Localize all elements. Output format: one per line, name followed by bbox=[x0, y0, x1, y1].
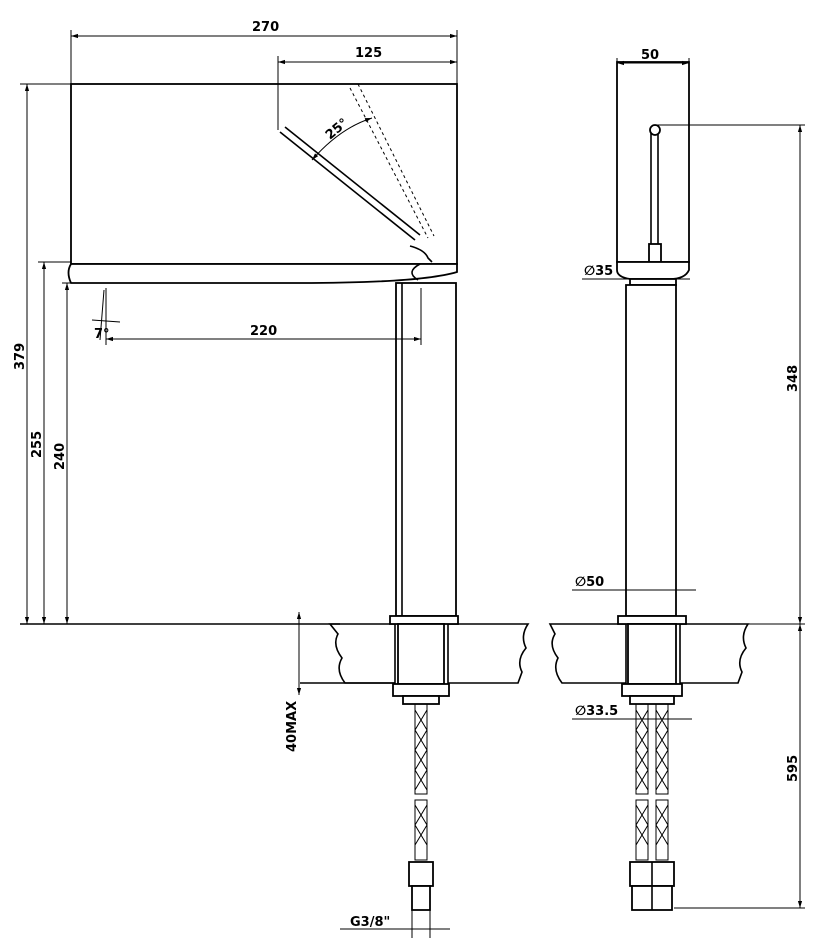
front-view bbox=[20, 83, 530, 911]
front-nut bbox=[392, 683, 450, 697]
side-hoses bbox=[629, 703, 675, 911]
dim-side-height: 348 bbox=[786, 365, 801, 392]
dim-mount-max: 40MAX bbox=[285, 701, 300, 752]
front-countertop-right bbox=[447, 623, 530, 684]
front-hose bbox=[408, 703, 434, 911]
side-dimensions: 50 ∅35 348 ∅50 ∅33.5 595 bbox=[572, 48, 805, 909]
dim-spout-reach: 220 bbox=[250, 324, 277, 339]
dim-hose-length: 595 bbox=[786, 755, 801, 782]
front-shank bbox=[397, 623, 445, 685]
side-base bbox=[617, 615, 687, 625]
dim-spout-height: 240 bbox=[53, 443, 68, 470]
front-spout bbox=[67, 263, 458, 284]
side-countertop-left bbox=[548, 623, 627, 684]
front-lever-open bbox=[349, 83, 435, 239]
dim-spout-tilt: 7° bbox=[94, 327, 110, 342]
front-base bbox=[389, 615, 459, 625]
dim-body-height: 255 bbox=[30, 431, 45, 458]
side-column bbox=[625, 284, 677, 617]
dim-lever-dia: ∅35 bbox=[584, 264, 613, 279]
side-countertop-right bbox=[679, 623, 750, 684]
dim-total-height: 379 bbox=[13, 343, 28, 370]
front-body-upper bbox=[70, 83, 458, 265]
dim-shank-dia: ∅33.5 bbox=[575, 704, 618, 719]
dim-lever-reach: 125 bbox=[355, 46, 382, 61]
dim-thread: G3/8" bbox=[350, 915, 390, 930]
side-body-upper bbox=[616, 61, 690, 263]
side-spout bbox=[616, 261, 690, 280]
side-view bbox=[548, 61, 750, 911]
front-column bbox=[395, 282, 457, 617]
front-countertop-left bbox=[328, 623, 396, 684]
dim-front-width: 270 bbox=[252, 20, 279, 35]
front-dimensions: 270 125 25° 220 7° 379 255 240 40MAX bbox=[13, 20, 458, 938]
front-lever bbox=[279, 126, 421, 241]
dim-base-dia: ∅50 bbox=[575, 575, 604, 590]
dim-side-width: 50 bbox=[641, 48, 659, 63]
